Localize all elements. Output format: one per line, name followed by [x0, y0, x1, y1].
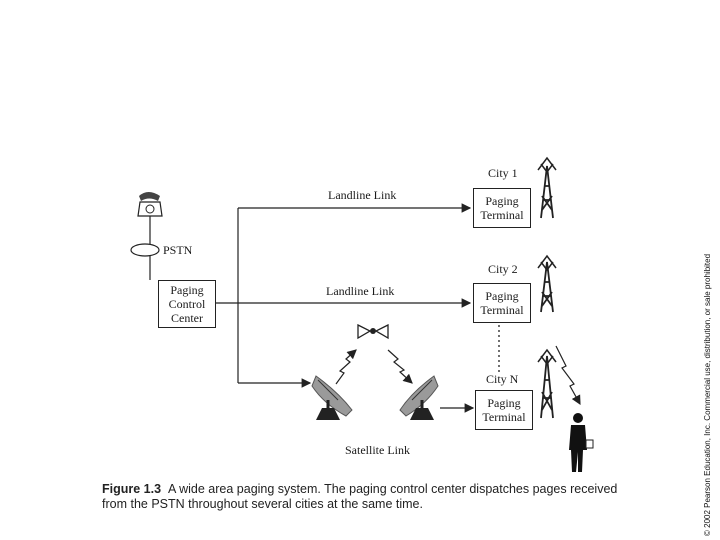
radio-tower-icon — [537, 156, 557, 219]
city-n-label: City N — [486, 372, 519, 386]
terminal-line1: Paging — [487, 396, 521, 410]
radio-tower-icon — [537, 254, 557, 313]
satellite-link-label: Satellite Link — [345, 443, 410, 457]
telephone-icon — [137, 192, 163, 217]
terminal-line2: Terminal — [480, 208, 524, 222]
control-center-line2: Control — [168, 297, 206, 311]
radio-tower-icon — [537, 348, 557, 419]
pstn-cloud — [130, 243, 160, 257]
terminal-line2: Terminal — [480, 303, 524, 317]
landline-link-1-label: Landline Link — [328, 188, 397, 202]
satellite-dish-icon — [399, 375, 439, 420]
paging-terminal-city-n: Paging Terminal — [475, 390, 533, 430]
figure-caption: Figure 1.3 A wide area paging system. Th… — [102, 482, 662, 512]
lightning-signal-icon — [555, 345, 581, 406]
city-2-label: City 2 — [488, 262, 518, 276]
paging-control-center: Paging Control Center — [158, 280, 216, 328]
city-1-label: City 1 — [488, 166, 518, 180]
satellite-icon — [357, 323, 389, 340]
landline-link-2-label: Landline Link — [326, 284, 395, 298]
caption-text-line2: from the PSTN throughout several cities … — [102, 497, 423, 511]
paging-terminal-city-2: Paging Terminal — [473, 283, 531, 323]
satellite-dish-icon — [311, 375, 353, 420]
caption-text-line1: A wide area paging system. The paging co… — [168, 482, 618, 496]
uplink-signal-icon — [335, 349, 357, 385]
person-pager-icon — [569, 413, 594, 472]
downlink-signal-icon — [387, 349, 413, 384]
caption-line1: Figure 1.3 A wide area paging system. Th… — [102, 482, 662, 497]
figure-label: Figure 1.3 — [102, 482, 162, 496]
paging-terminal-city-1: Paging Terminal — [473, 188, 531, 228]
pstn-label: PSTN — [163, 243, 193, 257]
control-center-line1: Paging — [170, 283, 204, 297]
terminal-line1: Paging — [485, 194, 519, 208]
terminal-line2: Terminal — [482, 410, 526, 424]
copyright-notice: © 2002 Pearson Education, Inc. Commercia… — [703, 253, 712, 536]
control-center-line3: Center — [171, 311, 203, 325]
terminal-line1: Paging — [485, 289, 519, 303]
